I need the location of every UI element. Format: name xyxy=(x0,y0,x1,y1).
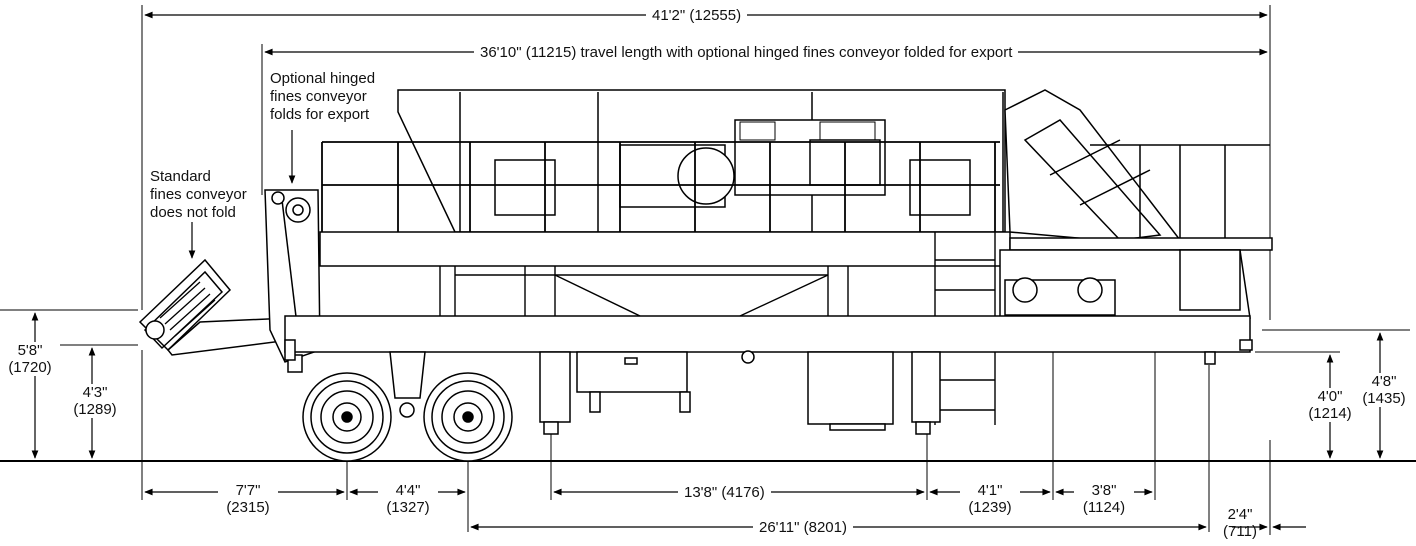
support-frame xyxy=(439,266,849,317)
optional-conveyor-note-line-2: fines conveyor xyxy=(270,88,367,105)
walkway-railing xyxy=(321,141,1000,265)
standard-conveyor-note-line-3: does not fold xyxy=(150,204,236,221)
standard-conveyor-note-line-2: fines conveyor xyxy=(150,186,247,203)
standard-conveyor-note-line-1: Standard xyxy=(150,168,211,185)
dim-4-4-mm-label: (1327) xyxy=(386,499,430,516)
dim-4-1-mm-label: (1239) xyxy=(968,499,1012,516)
overall-length-label: 41'2" (12555) xyxy=(646,7,748,24)
dim-7-7-label: 7'7" xyxy=(218,482,278,499)
chassis xyxy=(284,315,1251,353)
dim-13-8-label: 13'8" (4176) xyxy=(678,484,771,501)
note-leaders xyxy=(188,130,296,259)
optional-conveyor-note-line-1: Optional hinged xyxy=(270,70,376,87)
dim-3-8-label: 3'8" xyxy=(1074,482,1134,499)
left-height-4-3-mm-label: (1289) xyxy=(65,401,125,418)
right-height-4-0-label: 4'0" xyxy=(1302,388,1358,405)
standard-fines-conveyor xyxy=(138,258,291,356)
wheel-front xyxy=(302,372,392,462)
right-height-4-8-label: 4'8" xyxy=(1356,373,1412,390)
wheel-rear xyxy=(423,372,513,462)
dim-4-1-label: 4'1" xyxy=(960,482,1020,499)
dim-2-4-label: 2'4" xyxy=(1227,506,1253,523)
walkway-deck xyxy=(319,231,1011,267)
dim-3-8-mm-label: (1124) xyxy=(1082,499,1126,516)
screen-box xyxy=(397,89,1006,233)
optional-conveyor-note-line-3: folds for export xyxy=(270,106,370,123)
left-height-5-8-label: 5'8" xyxy=(0,342,60,359)
feed-conveyor xyxy=(999,89,1273,319)
dim-2-4-mm-label: (711) xyxy=(1223,523,1257,540)
right-height-4-0-mm-label: (1214) xyxy=(1302,405,1358,422)
jack-leg-right xyxy=(911,351,941,435)
left-height-5-8-mm-label: (1720) xyxy=(0,359,60,376)
left-height-4-3-label: 4'3" xyxy=(65,384,125,401)
dim-26-11-label: 26'11" (8201) xyxy=(753,519,853,536)
travel-length-label: 36'10" (11215) travel length with option… xyxy=(474,44,1019,61)
fuel-tank xyxy=(807,351,894,425)
machine xyxy=(138,89,1273,462)
jack-leg-left xyxy=(539,351,571,435)
dim-7-7-mm-label: (2315) xyxy=(226,499,270,516)
axle-hanger xyxy=(389,351,426,418)
right-height-4-8-mm-label: (1435) xyxy=(1356,390,1412,407)
dim-4-4-label: 4'4" xyxy=(378,482,438,499)
